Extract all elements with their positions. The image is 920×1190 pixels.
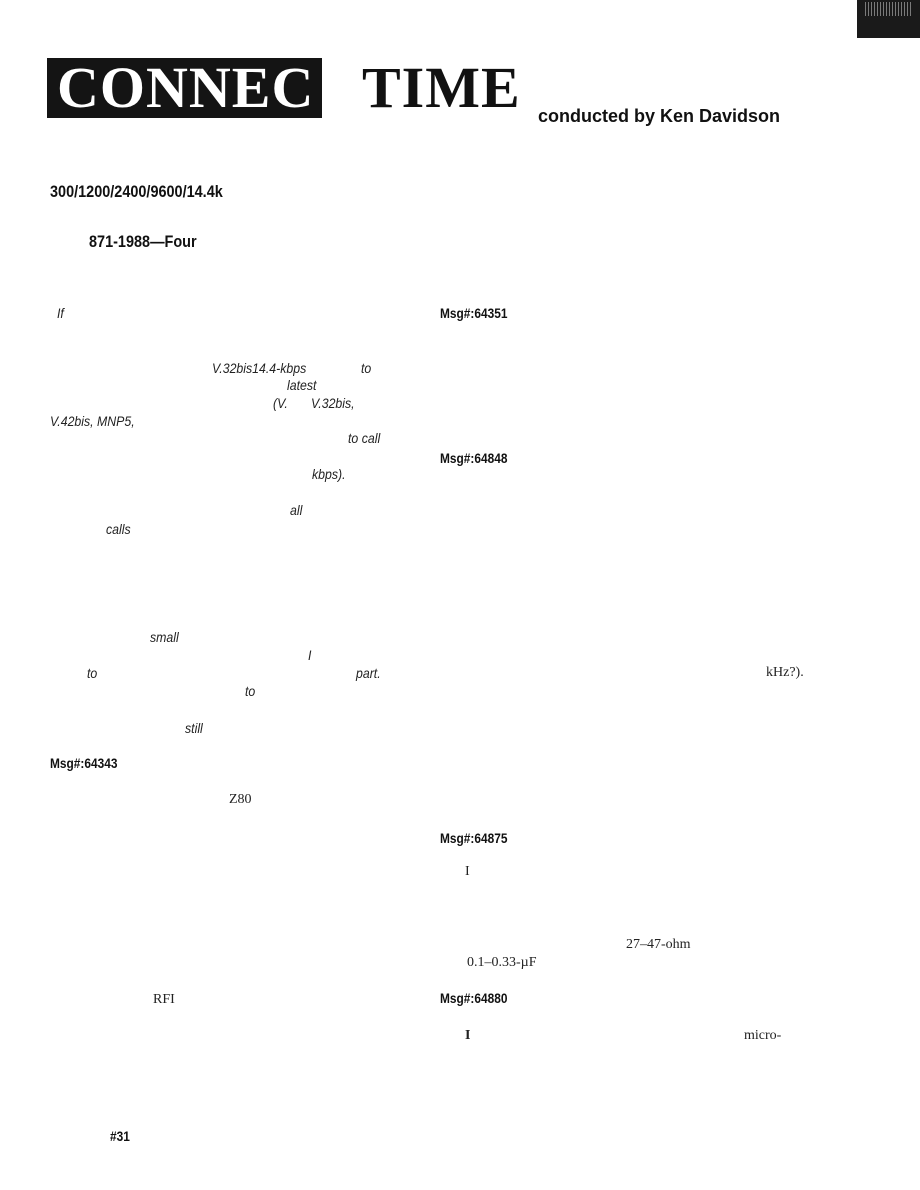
text-fragment-i: I (465, 1028, 471, 1043)
standard-heading: 871-1988—Four (89, 232, 197, 251)
byline: conducted by Ken Davidson (538, 106, 781, 126)
column-title-plain: TIME (362, 55, 521, 120)
text-fragment-i: I (308, 647, 312, 663)
text-fragment-to: to (245, 683, 256, 699)
text-fragment-kbps: kbps). (312, 466, 346, 482)
text-fragment-calls: calls (106, 521, 131, 537)
text-fragment-to-call: to call (348, 430, 381, 446)
text-fragment-to: to (361, 360, 372, 376)
corner-print-mark (857, 0, 920, 38)
modem-speeds-heading: 300/1200/2400/9600/14.4k (50, 182, 223, 201)
text-fragment-micro: micro- (744, 1028, 782, 1043)
message-number: Msg#:64875 (440, 830, 508, 846)
text-fragment-all: all (290, 502, 303, 518)
text-fragment-to: to (87, 665, 98, 681)
text-fragment-small: small (150, 629, 179, 645)
text-fragment-v32bis-speed: V.32bis14.4-kbps (212, 360, 307, 376)
message-number: Msg#:64351 (440, 305, 508, 321)
text-fragment-v32bis: V.32bis, (311, 395, 355, 411)
message-number: Msg#:64880 (440, 990, 508, 1006)
text-fragment-rfi: RFI (153, 992, 175, 1007)
text-fragment-capacitance: 0.1–0.33-µF (467, 955, 537, 970)
text-fragment-part: part. (356, 665, 381, 681)
message-number: Msg#:64848 (440, 450, 508, 466)
text-fragment-ohm: 27–47-ohm (626, 937, 691, 952)
column-title-inverted-block: CONNEC (47, 55, 323, 120)
text-fragment-still: still (185, 720, 203, 736)
text-fragment-v42bis: V.42bis, MNP5, (50, 413, 135, 429)
text-fragment-khz: kHz?). (766, 665, 804, 680)
message-number: Msg#:64343 (50, 755, 118, 771)
issue-number: #31 (110, 1128, 130, 1144)
column-title-inverted: CONNEC (57, 55, 315, 120)
text-fragment-z80: Z80 (229, 792, 252, 807)
text-fragment-if: If (57, 305, 64, 321)
text-fragment-v: (V. (273, 395, 288, 411)
text-fragment-i: I (465, 864, 470, 879)
text-fragment-latest: latest (287, 377, 317, 393)
